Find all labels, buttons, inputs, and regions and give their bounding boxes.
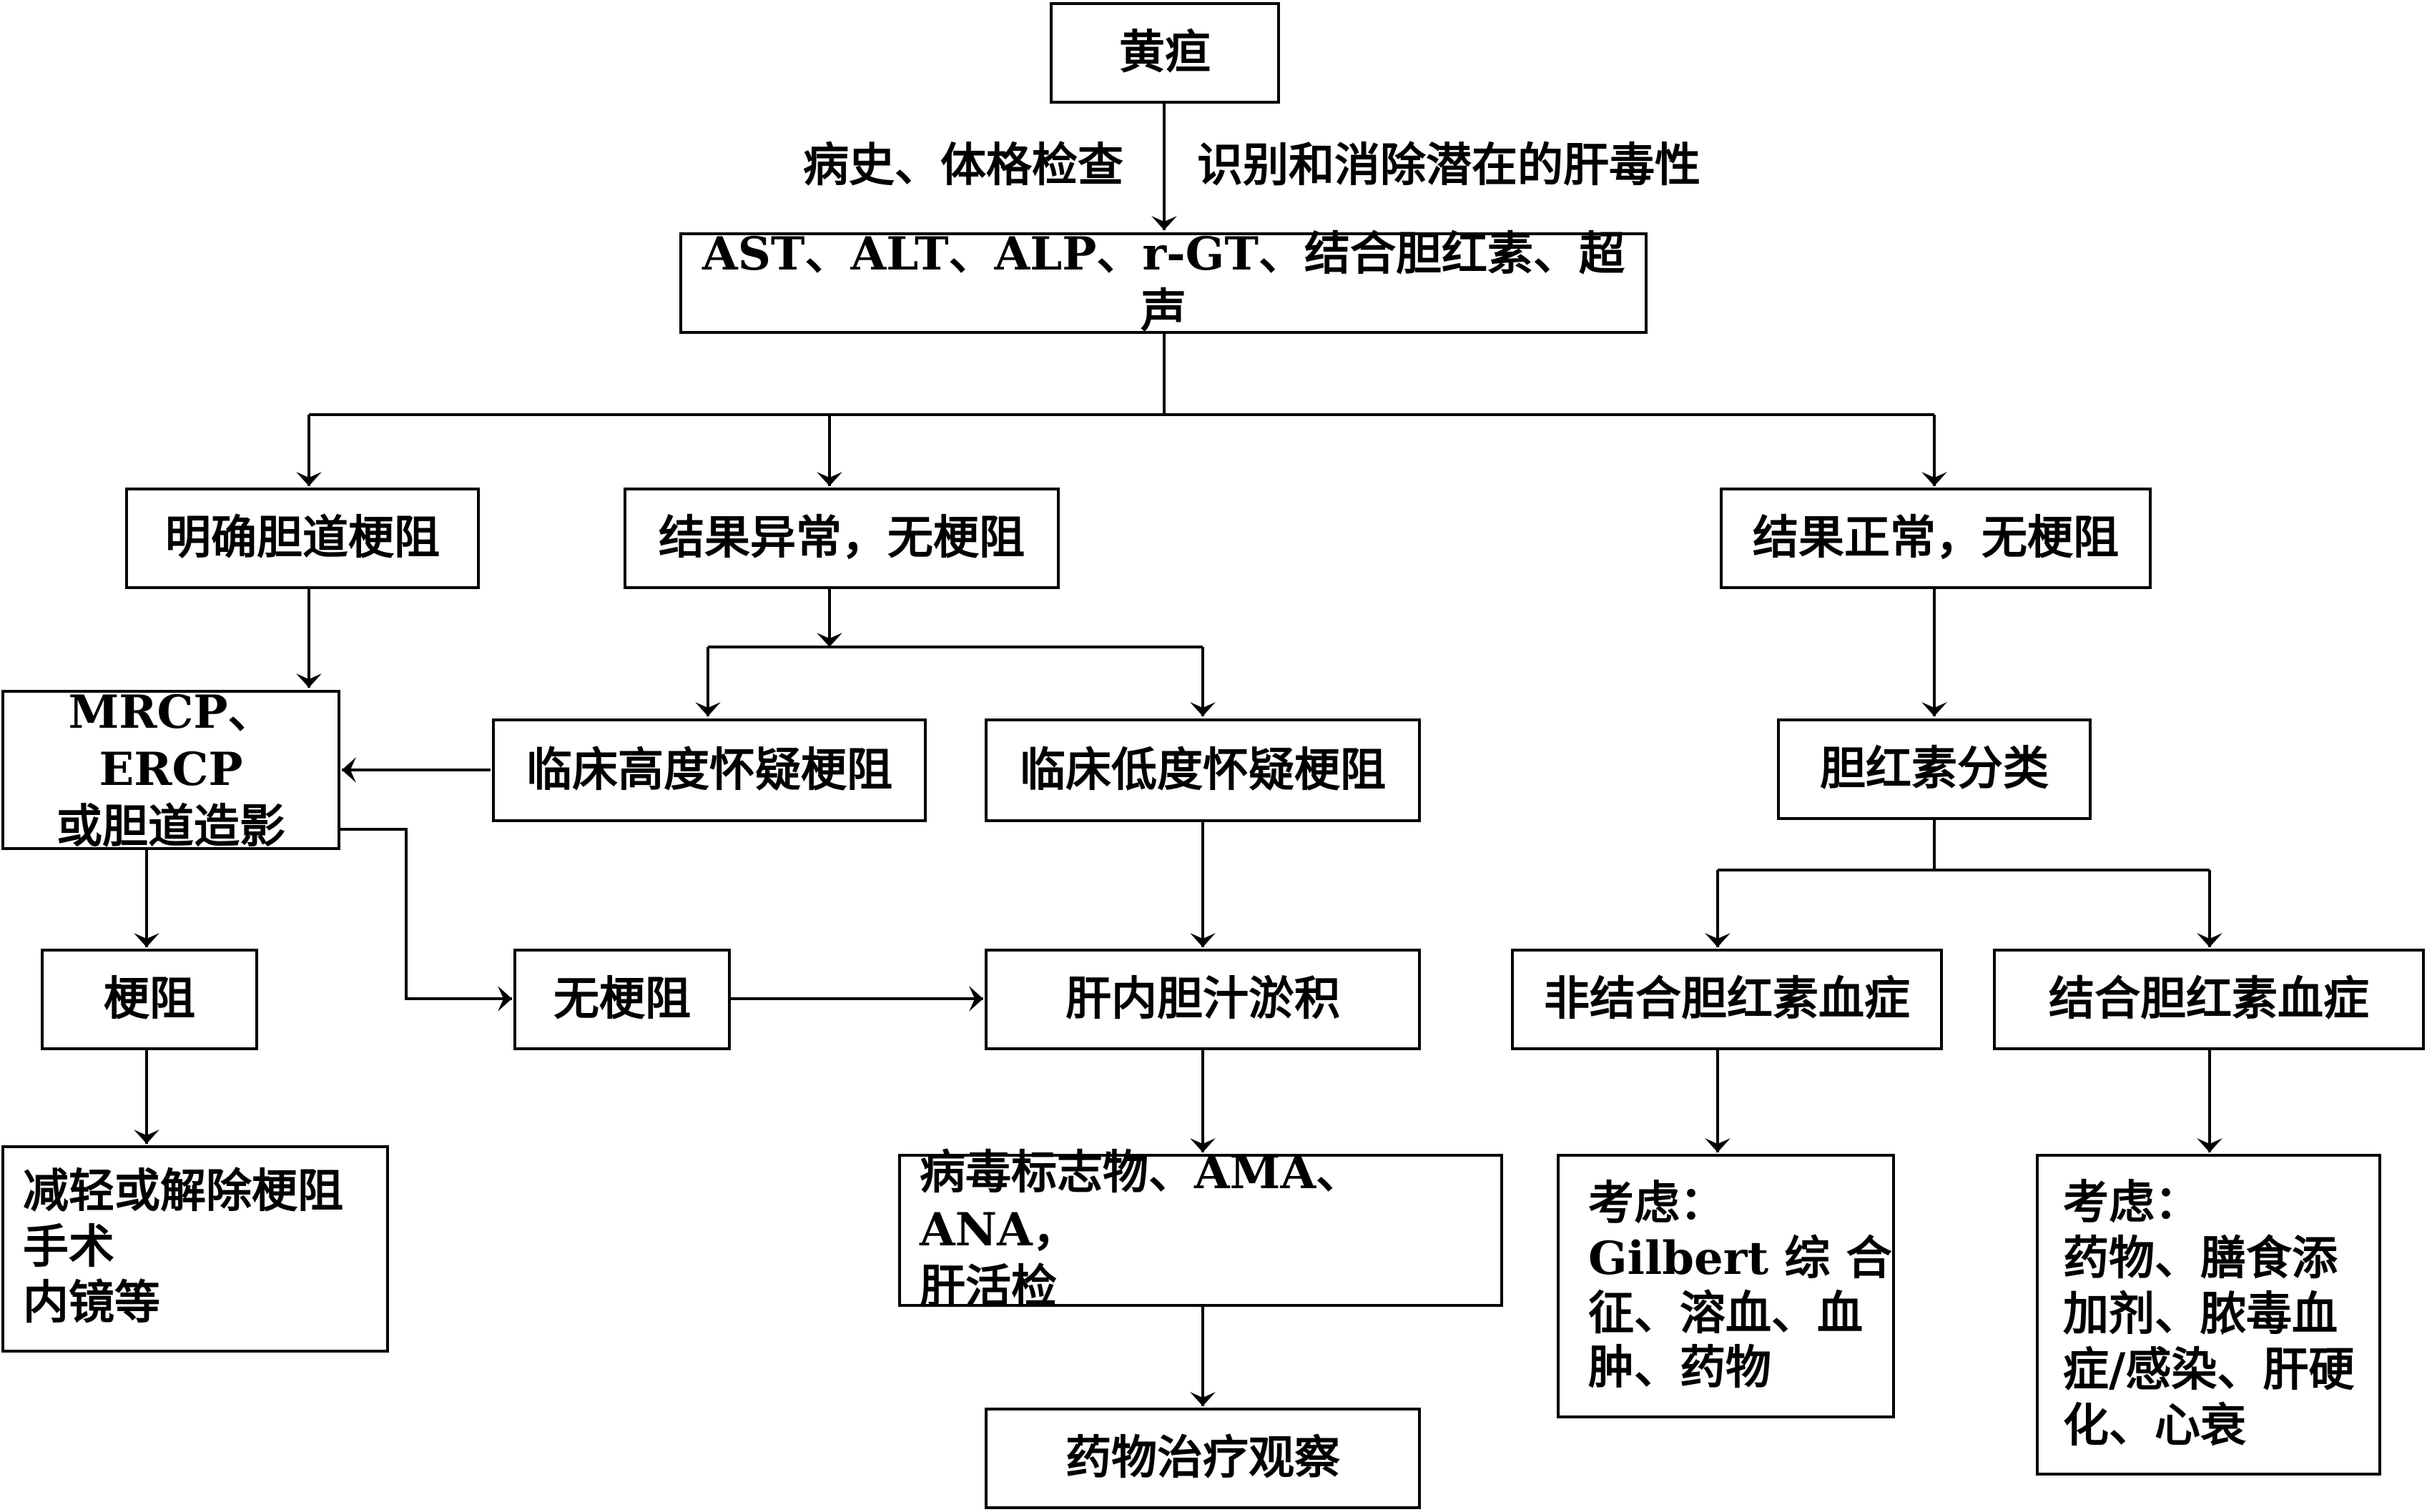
node-no-obstruction: 无梗阻 [513, 949, 731, 1050]
node-mrcp-ercp: MRCP、ERCP 或胆道造影 [1, 686, 340, 854]
node-obstruction: 梗阻 [41, 949, 258, 1050]
node-jaundice: 黄疸 [1050, 2, 1280, 104]
node-low-suspicion: 临床低度怀疑梗阻 [985, 718, 1421, 822]
node-consider-conjugated: 考虑： 药物、膳食添 加剂、脓毒血 症/感染、肝硬 化、心衰 [2036, 1154, 2381, 1476]
edge-label-identify-hepatotoxicity: 识别和消除潜在的肝毒性 [1197, 139, 1700, 192]
node-unconjugated-hyperbilirubinemia: 非结合胆红素血症 [1511, 949, 1943, 1050]
edge-label-history-exam: 病史、体格检查 [803, 139, 1123, 192]
node-normal-no-obstruction: 结果正常，无梗阻 [1720, 488, 2152, 589]
node-tests: AST、ALT、ALP、r-GT、结合胆红素、超声 [679, 227, 1648, 338]
node-intrahepatic-cholestasis: 肝内胆汁淤积 [985, 949, 1421, 1050]
node-high-suspicion: 临床高度怀疑梗阻 [492, 718, 927, 822]
node-consider-unconjugated: 考虑： Gilbert 综 合 征、溶血、血 肿、药物 [1557, 1154, 1895, 1418]
node-drug-observation: 药物治疗观察 [985, 1408, 1421, 1509]
node-relieve-obstruction: 减轻或解除梗阻 手术 内镜等 [1, 1145, 389, 1353]
node-conjugated-hyperbilirubinemia: 结合胆红素血症 [1993, 949, 2425, 1050]
node-viral-markers: 病毒标志物、AMA、ANA， 肝活检 [898, 1146, 1503, 1314]
edge-mrcp-noobstruction [339, 828, 512, 1012]
node-bilirubin-classification: 胆红素分类 [1777, 718, 2092, 820]
node-definite-obstruction: 明确胆道梗阻 [125, 488, 480, 589]
node-abnormal-no-obstruction: 结果异常，无梗阻 [624, 488, 1060, 589]
